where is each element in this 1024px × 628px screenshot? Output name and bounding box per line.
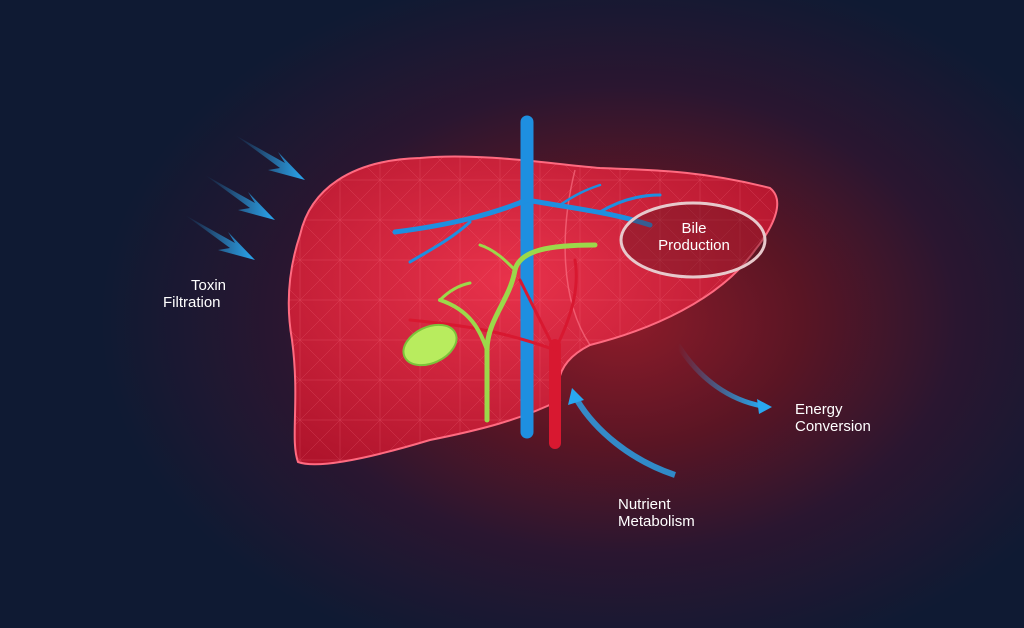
label-line: Toxin (191, 277, 227, 294)
label-line: Production (658, 237, 730, 254)
label-bile-production: Bile Production (652, 220, 736, 254)
hepatic-artery (408, 258, 578, 449)
label-toxin-filtration: Toxin Filtration (163, 277, 226, 311)
label-line: Filtration (163, 294, 221, 311)
label-line: Conversion (795, 418, 871, 435)
label-line: Nutrient (618, 496, 671, 513)
nutrient-metabolism-arrow (568, 388, 676, 478)
bile-production-highlight (619, 201, 767, 279)
label-line: Bile (681, 220, 707, 237)
label-energy-conversion: Energy Conversion (795, 401, 871, 435)
gallbladder (402, 323, 458, 367)
label-line: Energy (795, 401, 843, 418)
hepatic-vein (392, 115, 662, 439)
label-nutrient-metabolism: Nutrient Metabolism (618, 496, 695, 530)
bile-ducts (438, 242, 598, 423)
energy-conversion-arrow (675, 343, 772, 414)
toxin-arrows (185, 135, 305, 260)
label-line: Metabolism (618, 513, 695, 530)
